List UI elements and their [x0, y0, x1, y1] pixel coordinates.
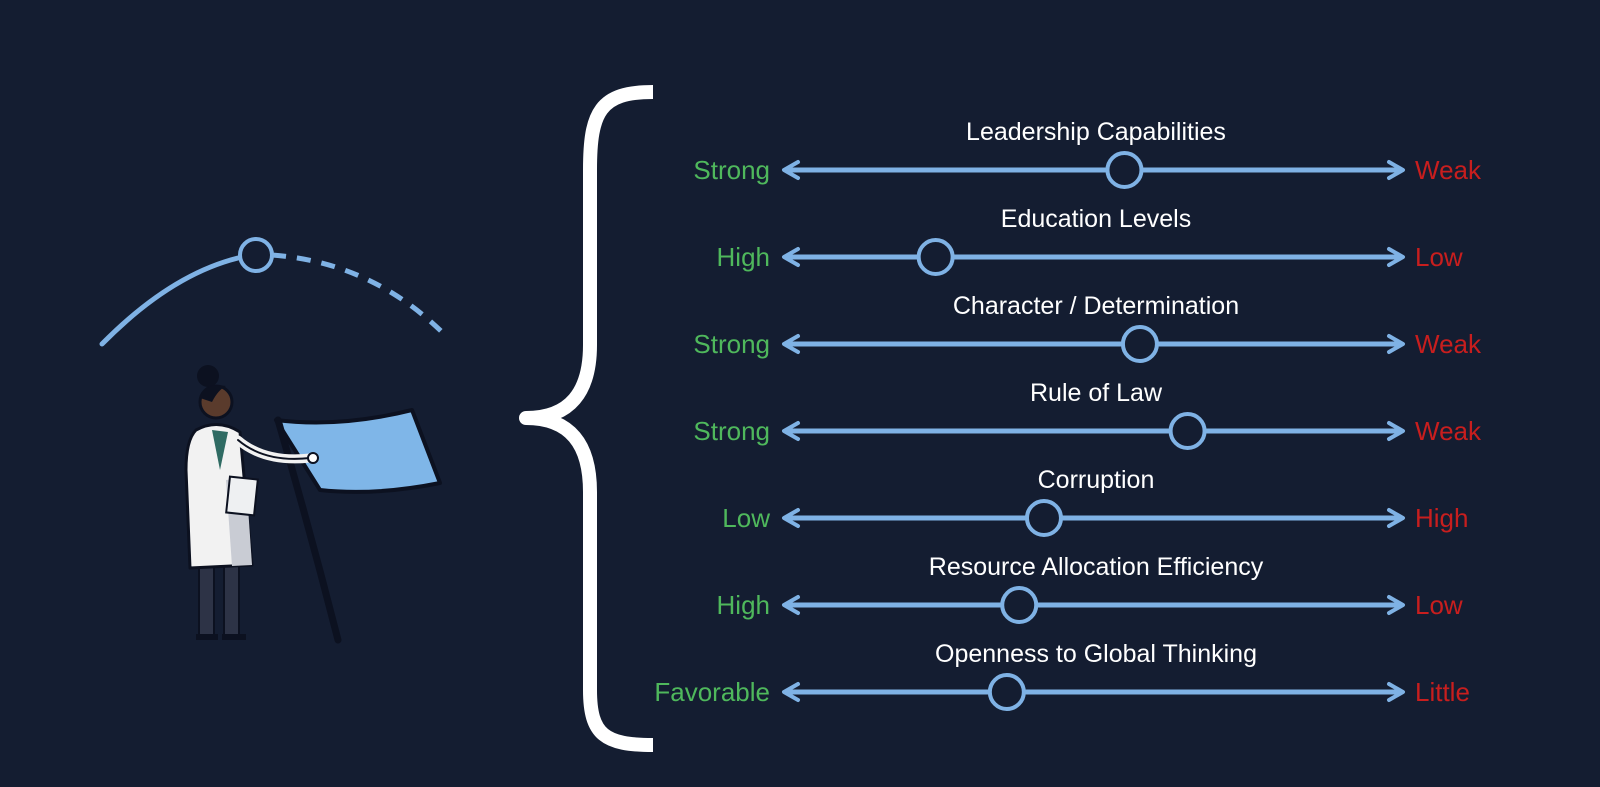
- arrow-right-icon: [1387, 595, 1405, 615]
- trajectory-marker: [238, 237, 274, 273]
- scientist-hand: [307, 452, 319, 464]
- arrow-left-icon: [782, 682, 800, 702]
- trajectory-dashed: [271, 252, 444, 334]
- trajectory-solid: [99, 255, 241, 347]
- scale-left-label: Strong: [693, 329, 770, 359]
- scale-title: Openness to Global Thinking: [935, 640, 1257, 668]
- scale-marker: [1120, 325, 1159, 363]
- scale-right-label: Little: [1415, 677, 1470, 707]
- scale-title: Resource Allocation Efficiency: [929, 553, 1264, 581]
- scale-left-label: Low: [722, 503, 770, 533]
- scale-right-label: Weak: [1415, 416, 1482, 446]
- scale-left-label: High: [717, 242, 770, 272]
- arrow-right-icon: [1387, 682, 1405, 702]
- scientist-hair: [200, 385, 226, 402]
- arrow-right-icon: [1387, 334, 1405, 354]
- scientist-hair-bun: [197, 365, 219, 387]
- scale-title: Education Levels: [1001, 205, 1191, 233]
- scientist-leg-right: [223, 564, 240, 636]
- scale-marker: [916, 238, 955, 276]
- scale-marker: [1024, 499, 1063, 537]
- scale-left-label: Strong: [693, 416, 770, 446]
- arrow-right-icon: [1387, 421, 1405, 441]
- arrow-left-icon: [782, 421, 800, 441]
- scale-right-label: Low: [1415, 242, 1463, 272]
- scientist-shoes: [196, 634, 246, 640]
- scientist-shirt: [212, 430, 228, 470]
- scale-title: Corruption: [1038, 466, 1155, 494]
- scale-marker: [987, 673, 1026, 711]
- arrow-right-icon: [1387, 508, 1405, 528]
- arrow-left-icon: [782, 334, 800, 354]
- scientist-arm-outline: [237, 439, 311, 460]
- arrow-left-icon: [782, 508, 800, 528]
- arrow-left-icon: [782, 247, 800, 267]
- arrow-left-icon: [782, 595, 800, 615]
- arrow-left-icon: [782, 160, 800, 180]
- scale-right-label: Weak: [1415, 329, 1482, 359]
- scale-right-label: High: [1415, 503, 1468, 533]
- scale-title: Rule of Law: [1030, 379, 1163, 407]
- arrow-right-icon: [1387, 160, 1405, 180]
- scale-title: Leadership Capabilities: [966, 118, 1226, 146]
- scale-marker: [1105, 151, 1144, 189]
- scale-right-label: Low: [1415, 590, 1463, 620]
- flag-cloth: [274, 408, 442, 494]
- clipboard-icon: [225, 475, 259, 517]
- scale-title: Character / Determination: [953, 292, 1239, 320]
- curly-brace: [519, 85, 654, 752]
- flag-pole: [274, 416, 342, 644]
- scientist-leg-left: [198, 564, 215, 636]
- scale-right-label: Weak: [1415, 155, 1482, 185]
- scale-left-label: Favorable: [654, 677, 770, 707]
- arrow-right-icon: [1387, 247, 1405, 267]
- scientist-with-flag-icon: [184, 365, 442, 644]
- scale-left-label: High: [717, 590, 770, 620]
- scale-marker: [1168, 412, 1207, 450]
- scale-marker: [1000, 586, 1039, 624]
- scale-left-label: Strong: [693, 155, 770, 185]
- trajectory-arc: [99, 237, 444, 347]
